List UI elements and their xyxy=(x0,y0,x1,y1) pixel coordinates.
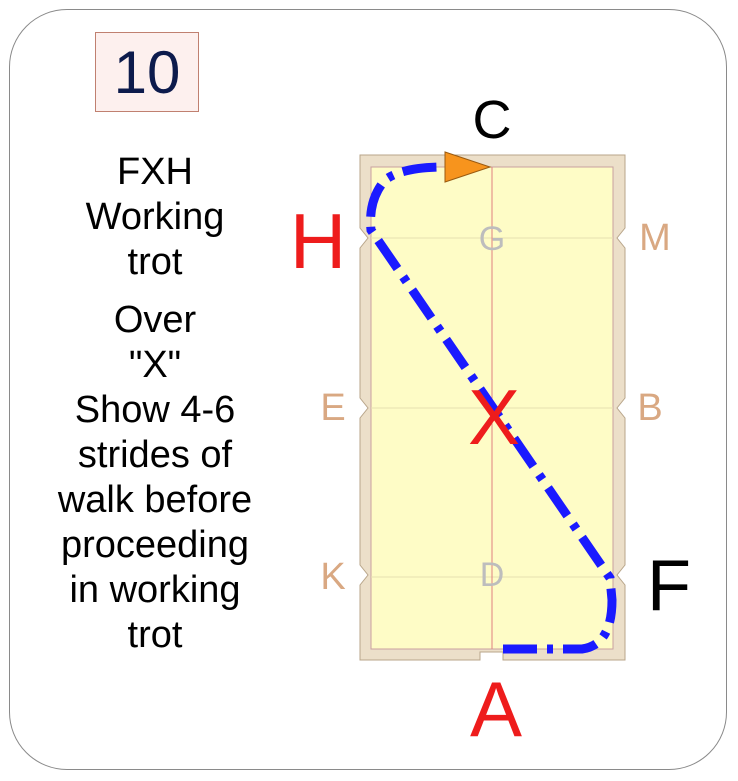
movement-title-line: Working xyxy=(85,196,225,238)
movement-detail-line: in working xyxy=(69,569,241,611)
letter-f: F xyxy=(647,546,691,626)
movement-number: 10 xyxy=(113,38,181,106)
movement-detail-line: Over xyxy=(113,299,197,341)
movement-detail-line: "X" xyxy=(128,344,182,386)
movement-number-badge: 10 xyxy=(95,32,199,112)
movement-title-line: FXH xyxy=(117,151,193,193)
letter-d: D xyxy=(480,556,505,594)
movement-detail-line: walk before xyxy=(57,479,253,521)
movement-title-line: trot xyxy=(127,241,183,283)
letter-m: M xyxy=(639,217,671,259)
movement-instructions: FXH Working trot Over "X" Show 4-6 strid… xyxy=(20,150,290,658)
movement-detail-line: proceeding xyxy=(60,524,250,566)
letter-c: C xyxy=(473,90,512,150)
letter-k: K xyxy=(320,556,345,598)
letter-h: H xyxy=(290,197,346,285)
movement-detail-line: trot xyxy=(127,614,183,656)
letter-x: X xyxy=(468,373,520,461)
ride-path xyxy=(366,162,617,654)
letter-g: G xyxy=(479,220,505,258)
movement-detail-line: strides of xyxy=(77,434,233,476)
movement-detail-line: Show 4-6 xyxy=(74,389,236,431)
letter-b: B xyxy=(637,387,662,429)
letter-a: A xyxy=(470,665,522,753)
direction-arrow-icon xyxy=(444,151,492,183)
letter-e: E xyxy=(320,387,345,429)
